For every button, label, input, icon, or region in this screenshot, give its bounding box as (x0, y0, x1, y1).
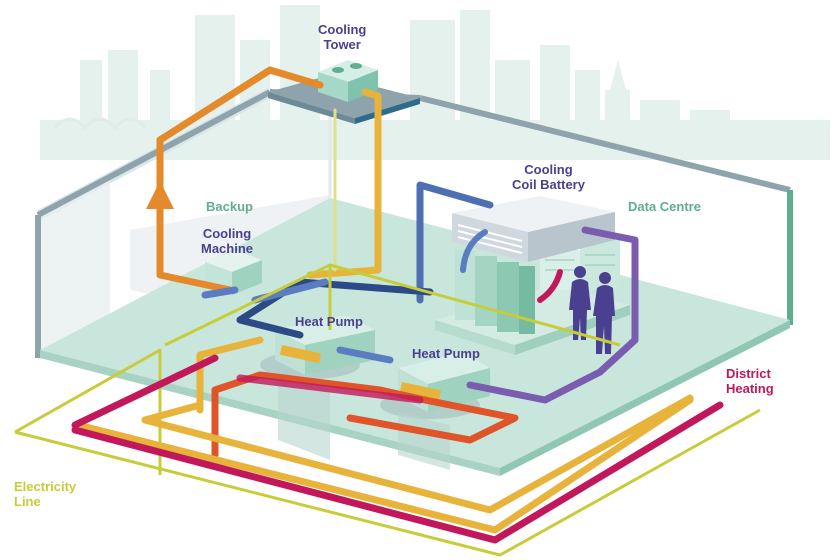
cooling-coil-battery-label: Cooling Coil Battery (512, 162, 585, 192)
cooling-tower-loop (146, 66, 382, 299)
hot-water-loop (196, 336, 519, 459)
district-heating-label: District Heating (726, 366, 774, 396)
cooling-machine-label: Cooling Machine (201, 226, 254, 256)
cooling-tower-unit (318, 60, 378, 102)
electricity-line-label: Electricity Line (14, 479, 77, 509)
heat-pump-2-label: Heat Pump (412, 346, 480, 361)
city-skyline (40, 5, 830, 160)
data-centre-label: Data Centre (628, 199, 701, 214)
cooling-tower-label: Cooling Tower (318, 22, 367, 52)
electricity-line (14, 263, 761, 557)
cooling-coil-battery (452, 196, 615, 262)
people-figures (569, 266, 615, 354)
backup-label: Backup (206, 199, 253, 214)
district-heating-pipes (71, 354, 724, 544)
heat-pump-1-label: Heat Pump (295, 314, 363, 329)
chilled-water-loop (236, 181, 639, 404)
